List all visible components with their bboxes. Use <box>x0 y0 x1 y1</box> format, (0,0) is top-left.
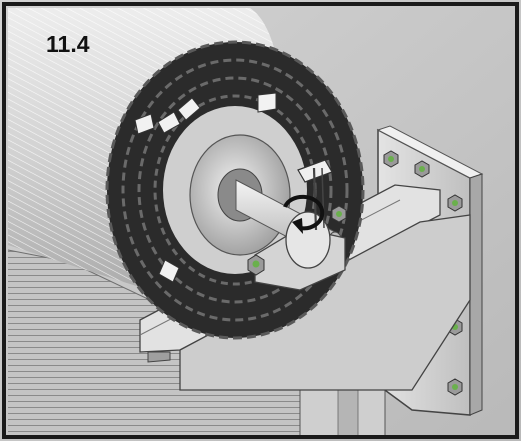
step-number-label: 11.4 <box>46 31 90 57</box>
bolt-icon <box>247 254 265 276</box>
bolt-icon <box>447 378 463 396</box>
bolt-icon <box>331 205 347 223</box>
rotation-arrow-icon <box>283 194 325 234</box>
bolt-icon <box>414 160 430 178</box>
bolt-icon <box>447 194 463 212</box>
bolt-icon <box>383 150 399 168</box>
hub-assembly <box>189 134 347 291</box>
